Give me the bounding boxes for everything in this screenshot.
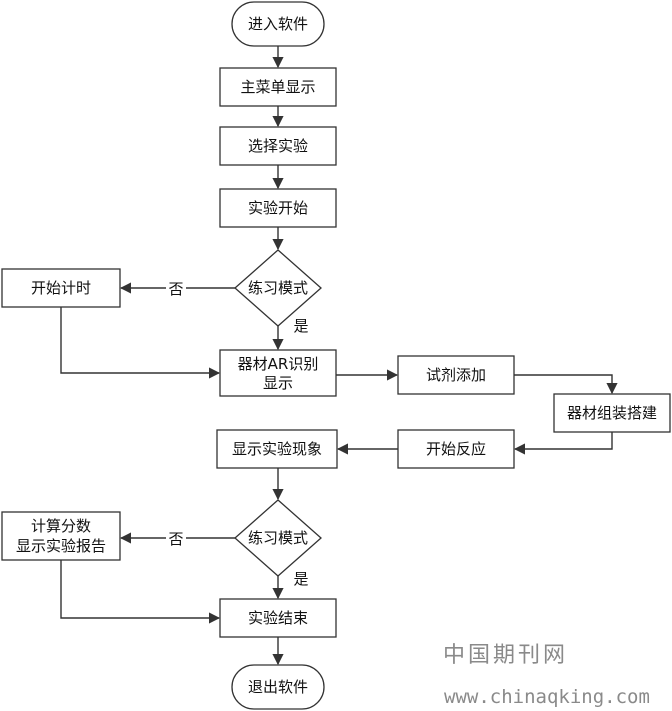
start-reaction-box — [397, 429, 515, 469]
exp-start-box — [219, 188, 337, 228]
watermark-title: 中国期刊网 — [443, 643, 568, 668]
start-timer-label: 开始计时 — [31, 279, 91, 297]
practice-mode-2-label: 练习模式 — [248, 529, 308, 547]
select-exp-box — [219, 126, 337, 166]
exit-label: 退出软件 — [248, 678, 308, 696]
show-phenomenon-label: 显示实验现象 — [232, 440, 322, 458]
ar-recognize-label-1: 器材AR识别 — [238, 355, 319, 373]
select-exp-label: 选择实验 — [248, 137, 308, 155]
score-label-1: 计算分数 — [31, 517, 91, 535]
start-reaction-label: 开始反应 — [426, 440, 486, 458]
edge-score-end — [60, 560, 221, 624]
edge-reagent-assemble — [514, 374, 618, 395]
exp-end-box — [219, 598, 337, 638]
score-box — [1, 511, 121, 561]
yes-label-1: 是 — [293, 317, 308, 335]
edge-timer-ar — [60, 307, 221, 379]
show-phenomenon-box — [216, 429, 338, 469]
assemble-box — [553, 393, 671, 433]
add-reagent-label: 试剂添加 — [426, 366, 486, 384]
main-menu-label: 主菜单显示 — [240, 78, 315, 96]
assemble-label: 器材组装搭建 — [567, 404, 657, 422]
ar-recognize-label-2: 显示 — [263, 374, 293, 392]
start-label: 进入软件 — [248, 15, 308, 33]
ar-recognize-box — [219, 349, 337, 397]
edge-assemble-reaction — [513, 432, 613, 455]
exp-end-label: 实验结束 — [248, 609, 308, 627]
no-label-1: 否 — [168, 280, 183, 298]
watermark-url: www.chinaqking.com — [444, 686, 650, 708]
add-reagent-box — [397, 355, 515, 395]
practice-mode-1-label: 练习模式 — [248, 279, 308, 297]
yes-label-2: 是 — [293, 570, 308, 588]
score-label-2: 显示实验报告 — [16, 537, 106, 555]
no-label-2: 否 — [168, 530, 183, 548]
start-timer-box — [1, 268, 121, 308]
exp-start-label: 实验开始 — [248, 199, 308, 217]
